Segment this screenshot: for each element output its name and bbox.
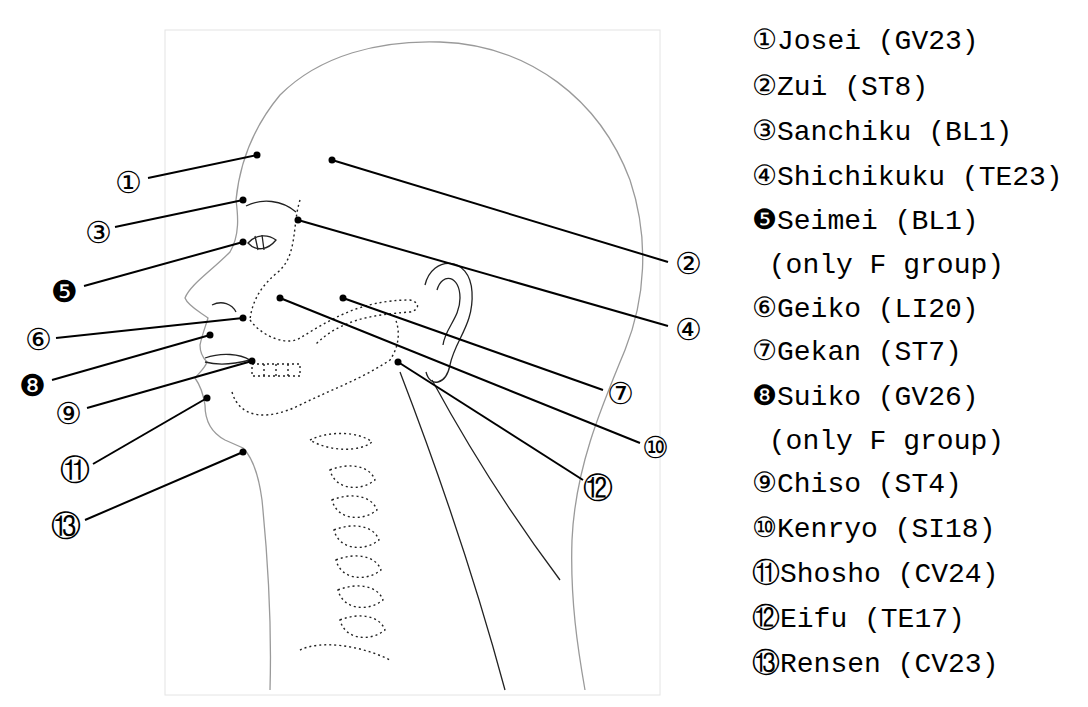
point-key-entry: ①Josei (GV23) [752, 20, 979, 64]
acupoint-dot [240, 315, 247, 322]
callout-number: ⑦ [607, 377, 634, 411]
teeth [264, 364, 288, 376]
callout-number: ❺ [51, 275, 78, 309]
vertebra [334, 526, 379, 548]
leader-line [52, 335, 210, 380]
acupoint-dot [207, 332, 214, 339]
vertebra [338, 586, 383, 608]
leader-line [56, 318, 243, 338]
teeth [252, 364, 300, 376]
hyoid [310, 433, 372, 449]
callout-number: ⑥ [25, 323, 52, 357]
leader-line [298, 220, 668, 326]
skull-bones [232, 200, 418, 660]
point-key-entry: ⑩Kenryo (SI18) [752, 508, 995, 552]
callout-number: ② [675, 247, 702, 281]
neck-muscle [432, 380, 560, 580]
point-key-entry: ②Zui (ST8) [752, 66, 928, 110]
callout-number: ① [115, 166, 142, 200]
profile-line [185, 42, 643, 690]
point-key-entry: ④Shichikuku (TE23) [752, 156, 1063, 200]
callout-number: ⑫ [583, 471, 613, 505]
leader-lines [52, 155, 668, 520]
vertebra [340, 616, 385, 638]
face-features [205, 201, 560, 690]
point-key-entry: ⑫Eifu (TE17) [752, 598, 965, 642]
figure-frame [165, 30, 660, 695]
point-key-entry: ⑬Rensen (CV23) [752, 643, 998, 687]
point-key-entry: ⑦Gekan (ST7) [752, 331, 962, 375]
callout-number: ⑪ [60, 453, 90, 487]
callout-number: ③ [85, 216, 112, 250]
eyebrow [246, 201, 296, 212]
eye-detail [255, 235, 264, 250]
head-outline [185, 42, 643, 690]
mandible [232, 318, 398, 415]
ear [425, 263, 472, 382]
acupoint-dot [204, 395, 211, 402]
zygomatic-arch [250, 300, 418, 345]
leader-line [115, 200, 243, 227]
point-key-entry: ❽Suiko (GV26) (only F group) [752, 376, 1038, 464]
callout-number: ❽ [19, 369, 46, 403]
acupoint-dot [240, 239, 247, 246]
leader-line [93, 398, 207, 464]
callout-number: ⑩ [642, 431, 669, 465]
vertebra [332, 496, 377, 518]
vertebra [336, 556, 381, 578]
vertebra [330, 466, 375, 488]
leader-line [87, 361, 252, 408]
clavicle [300, 645, 390, 660]
point-key-entry: ❺Seimei (BL1) (only F group) [752, 200, 1038, 288]
acupoint-dot [240, 197, 247, 204]
leader-line [332, 160, 668, 262]
point-key-entry: ⑥Geiko (LI20) [752, 288, 979, 332]
acupoint-dot [240, 449, 247, 456]
leader-line [148, 155, 257, 178]
acupoint-dot [254, 152, 261, 159]
callout-number: ⑬ [51, 509, 81, 543]
acupoint-dots [204, 152, 402, 456]
acupoint-dot [295, 217, 302, 224]
leader-line [85, 452, 243, 520]
acupoint-dot [277, 295, 284, 302]
leader-line [280, 298, 640, 443]
leader-line [398, 362, 583, 480]
nostril [212, 303, 236, 312]
acupoint-dot [329, 157, 336, 164]
acupoint-dot [395, 359, 402, 366]
acupoint-dot [340, 295, 347, 302]
point-key-entry: ⑪Shosho (CV24) [752, 553, 998, 597]
callout-number: ⑨ [55, 397, 82, 431]
acupoint-dot [249, 358, 256, 365]
callout-number: ④ [675, 313, 702, 347]
point-key-entry: ③Sanchiku (BL1) [752, 111, 1012, 155]
point-key-entry: ⑨Chiso (ST4) [752, 463, 962, 507]
